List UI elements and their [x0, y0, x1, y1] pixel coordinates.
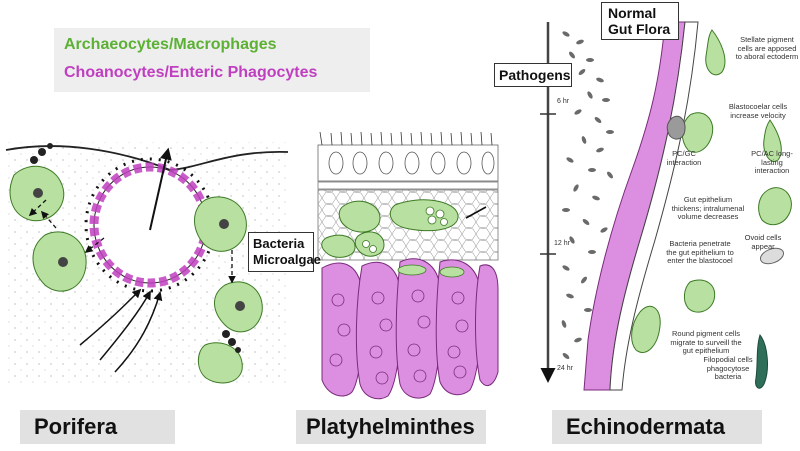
label-echinodermata: Echinodermata: [552, 410, 762, 444]
pathogens-callout: Pathogens: [494, 63, 572, 87]
normal-gut-flora-line2: Gut Flora: [608, 21, 671, 37]
note-stellate: Stellate pigment cells are apposed to ab…: [735, 35, 799, 62]
normal-gut-flora-callout: Normal Gut Flora: [601, 2, 679, 40]
note-filopodial: Filopodial cells phagocytose bacteria: [703, 355, 753, 382]
note-thickens: Gut epithelium thickens; intralumenal vo…: [671, 195, 745, 222]
bacteria-callout-line2: Microalgae: [253, 252, 321, 267]
legend-box: Archaeocytes/Macrophages Choanocytes/Ent…: [54, 28, 370, 92]
note-ovoid: Ovoid cells appear: [744, 233, 782, 251]
porifera-illustration: [5, 142, 289, 386]
note-blastocoelar: Blastocoelar cells increase velocity: [728, 102, 788, 120]
normal-gut-flora-line1: Normal: [608, 5, 657, 21]
echinodermata-illustration: [540, 21, 792, 391]
note-round: Round pigment cells migrate to surveill …: [670, 329, 742, 356]
tick-12hr: 12 hr: [554, 240, 570, 247]
legend-archaeocytes: Archaeocytes/Macrophages: [64, 36, 277, 53]
enteric-phagocytes: [321, 258, 499, 400]
note-pcgc: PC/GC interaction: [666, 149, 702, 167]
label-porifera: Porifera: [20, 410, 175, 444]
pathogens-label: Pathogens: [499, 67, 571, 83]
note-penetrate: Bacteria penetrate the gut epithelium to…: [666, 239, 734, 266]
note-pcac: PC/AC long-lasting interaction: [751, 149, 793, 176]
bacteria-callout-line1: Bacteria: [253, 236, 305, 251]
tick-24hr: 24 hr: [557, 365, 573, 372]
bacteria-callout: Bacteria Microalgae: [248, 232, 321, 272]
tick-6hr: 6 hr: [557, 98, 570, 105]
legend-choanocytes: Choanocytes/Enteric Phagocytes: [64, 64, 318, 81]
platyhelminthes-illustration: [317, 131, 499, 400]
label-platyhelminthes: Platyhelminthes: [296, 410, 486, 444]
gut-bacteria: [561, 31, 614, 359]
